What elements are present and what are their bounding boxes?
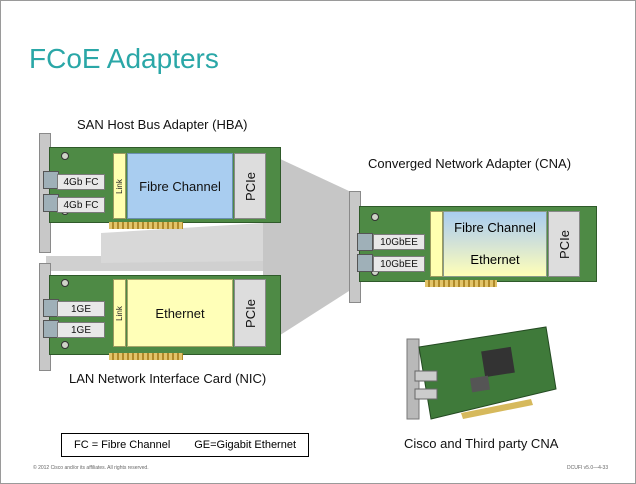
legend-ge: GE=Gigabit Ethernet [194, 439, 297, 451]
photo-heatsink [481, 346, 515, 378]
funnel-body [263, 151, 349, 346]
footer-copyright: © 2012 Cisco and/or its affiliates. All … [33, 465, 149, 471]
nic-pcie-block: PCIe [234, 279, 266, 347]
nic-link-chip: Link [113, 279, 126, 347]
nic-pcie-label: PCIe [242, 298, 258, 328]
photo-sfp-icon [414, 388, 438, 400]
cna-chip-fc-label: Fibre Channel [454, 220, 536, 235]
cna-converged-chip: Fibre Channel Ethernet [443, 211, 547, 277]
legend-box: FC = Fibre Channel GE=Gigabit Ethernet [61, 433, 309, 457]
cna-port-label: 10GbEE [373, 234, 425, 250]
cna-connector-icon [357, 254, 373, 272]
photo-caption: Cisco and Third party CNA [404, 436, 559, 451]
hba-edge-connector [109, 222, 183, 229]
cna-edge-connector [425, 280, 497, 287]
cna-connector-icon [357, 233, 373, 251]
cna-chip-eth-label: Ethernet [470, 252, 520, 267]
hba-port-label: 4Gb FC [57, 174, 105, 190]
hba-port-label: 4Gb FC [57, 197, 105, 213]
hba-screw-icon [61, 152, 69, 160]
legend-fc: FC = Fibre Channel [73, 439, 171, 451]
photo-sfp-icon [414, 370, 438, 382]
footer-slide-number: DCUFI v5.0—4-33 [567, 465, 609, 471]
nic-ethernet-chip: Ethernet [127, 279, 233, 347]
nic-screw-icon [61, 341, 69, 349]
nic-caption: LAN Network Interface Card (NIC) [69, 371, 267, 386]
cna-caption: Converged Network Adapter (CNA) [368, 156, 572, 171]
cna-port-label: 10GbEE [373, 256, 425, 272]
hba-fibre-channel-chip: Fibre Channel [127, 153, 233, 219]
hba-pcie-block: PCIe [234, 153, 266, 219]
hba-link-label: Link [115, 178, 124, 194]
hba-caption: SAN Host Bus Adapter (HBA) [77, 117, 248, 132]
slide-title: FCoE Adapters [29, 43, 219, 74]
nic-edge-connector [109, 353, 183, 360]
cna-photo [406, 326, 557, 420]
funnel-band-lower [101, 223, 263, 263]
photo-edge-connector [461, 399, 533, 419]
photo-chip [470, 375, 490, 393]
cna-pcie-block: PCIe [548, 211, 580, 277]
cna-pcie-label: PCIe [556, 229, 572, 259]
hba-link-chip: Link [113, 153, 126, 219]
cna-link-chip [430, 211, 443, 277]
nic-port-label: 1GE [57, 301, 105, 317]
hba-pcie-label: PCIe [242, 171, 258, 201]
nic-port-label: 1GE [57, 322, 105, 338]
nic-link-label: Link [115, 305, 124, 321]
nic-screw-icon [61, 279, 69, 287]
cna-screw-icon [371, 213, 379, 221]
